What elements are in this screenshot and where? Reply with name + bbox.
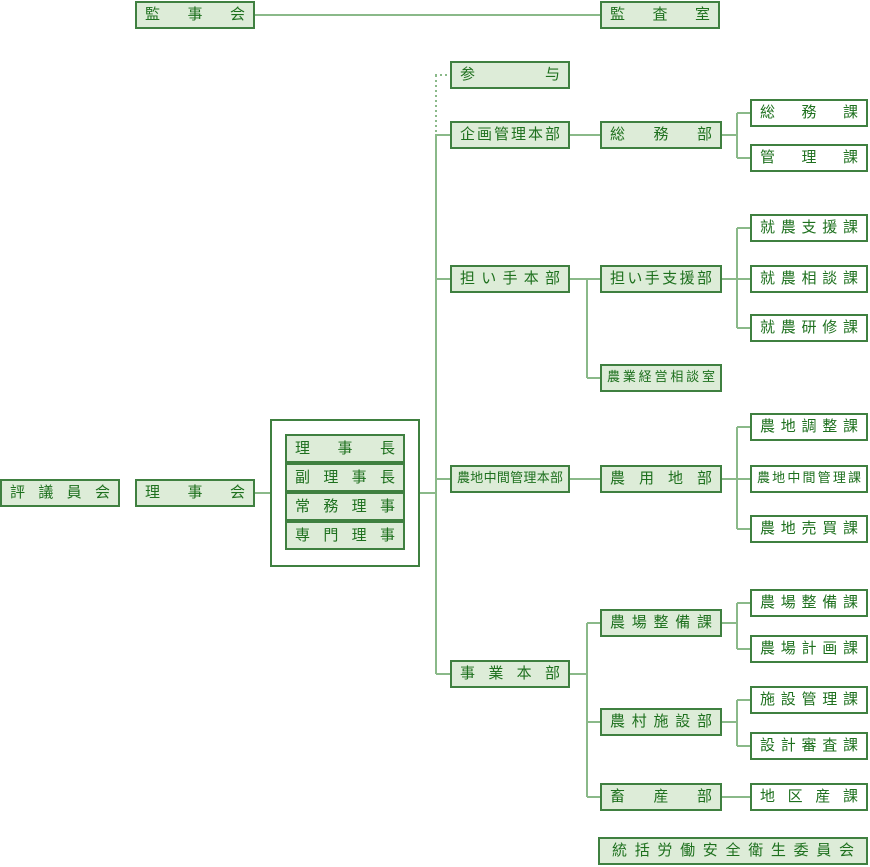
- node-dept-noyochi: 農用地部: [600, 465, 722, 493]
- node-officer-senior-director: 専門理事: [285, 521, 405, 550]
- node-audit-office: 監査室: [600, 1, 720, 29]
- node-dept-nojo-seibi: 農場整備課: [600, 609, 722, 637]
- node-officer-vice-president: 副理事長: [285, 463, 405, 492]
- node-board-of-directors: 理事会: [135, 479, 255, 507]
- node-section-shuno-shienka: 就農支援課: [750, 214, 868, 242]
- node-dept-chikusan: 畜産部: [600, 783, 722, 811]
- node-section-sekkei-shinsaka: 設計審査課: [750, 732, 868, 760]
- node-division-kikaku-kanri: 企画管理本部: [450, 121, 570, 149]
- node-advisor: 参与: [450, 61, 570, 89]
- node-section-chiku-sanka: 地区産課: [750, 783, 868, 811]
- node-safety-committee: 統括労働安全衛生委員会: [598, 837, 868, 865]
- node-dept-ninaite-shien: 担い手支援部: [600, 265, 722, 293]
- node-division-nochi-chukan: 農地中間管理本部: [450, 465, 570, 493]
- node-section-kanrika: 管理課: [750, 144, 868, 172]
- node-board-of-auditors: 監事会: [135, 1, 255, 29]
- node-dept-noson-shisetsu: 農村施設部: [600, 708, 722, 736]
- node-section-shisetsu-kanrika: 施設管理課: [750, 686, 868, 714]
- node-section-nochi-choseika: 農地調整課: [750, 413, 868, 441]
- node-division-ninaite: 担い手本部: [450, 265, 570, 293]
- node-section-nojo-seibika: 農場整備課: [750, 589, 868, 617]
- node-division-jigyo: 事業本部: [450, 660, 570, 688]
- node-officer-managing-director: 常務理事: [285, 492, 405, 521]
- node-section-shuno-sodanka: 就農相談課: [750, 265, 868, 293]
- node-dept-somu: 総務部: [600, 121, 722, 149]
- node-section-shuno-kenshuka: 就農研修課: [750, 314, 868, 342]
- node-officer-president: 理事長: [285, 434, 405, 463]
- node-section-nochi-baibaika: 農地売買課: [750, 515, 868, 543]
- node-section-somuka: 総務課: [750, 99, 868, 127]
- node-board-of-councilors: 評議員会: [0, 479, 120, 507]
- node-dept-nogyo-keiei-sodan: 農業経営相談室: [600, 364, 722, 392]
- node-section-nochi-chukan-kanrika: 農地中間管理課: [750, 465, 868, 493]
- node-section-nojo-keikakuka: 農場計画課: [750, 635, 868, 663]
